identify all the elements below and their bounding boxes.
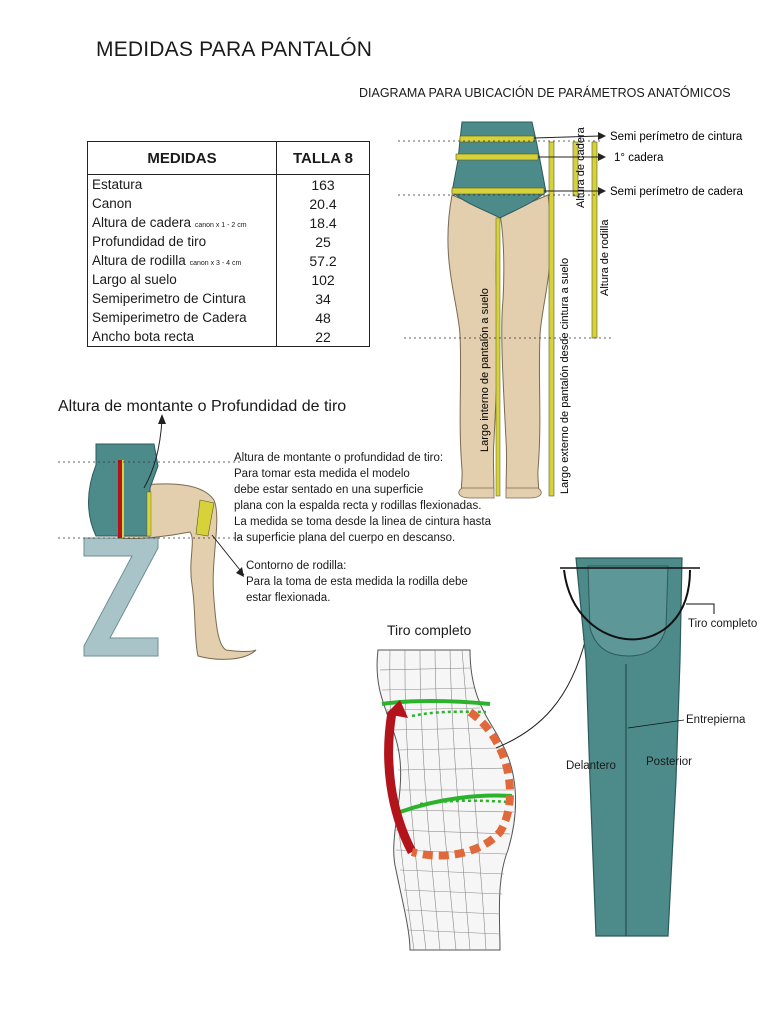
table-row: Estatura 163	[87, 174, 370, 194]
measure-label: Semiperimetro de Cadera	[92, 310, 247, 325]
table-row: Profundidad de tiro 25	[87, 232, 370, 251]
table-row: Semiperimetro de Cintura 34	[87, 289, 370, 308]
measure-label: Altura de cadera	[92, 215, 192, 230]
rodilla-line: Para la toma de esta medida la rodilla d…	[246, 576, 468, 588]
section-title-montante: Altura de montante o Profundidad de tiro	[58, 398, 347, 415]
measure-label: Semiperimetro de Cintura	[92, 291, 246, 306]
table-header-medidas: MEDIDAS	[87, 141, 277, 175]
page-title: MEDIDAS PARA PANTALÓN	[96, 38, 373, 61]
pants-pattern	[560, 557, 715, 937]
measure-label: Altura de rodilla	[92, 253, 186, 268]
standing-legs-figure	[398, 121, 612, 499]
rodilla-description: Contorno de rodilla: Para la toma de est…	[246, 558, 468, 606]
measure-name: Ancho bota recta	[87, 327, 277, 347]
label-largo-interno: Largo interno de pantalón a suelo	[479, 288, 491, 452]
diagram-title: DIAGRAMA PARA UBICACIÓN DE PARÁMETROS AN…	[359, 86, 731, 100]
montante-line: la superficie plana del cuerpo en descan…	[234, 532, 456, 544]
measure-name: Profundidad de tiro	[87, 232, 277, 251]
measure-name: Canon	[87, 194, 277, 213]
measure-name: Estatura	[87, 174, 277, 194]
measure-label: Estatura	[92, 177, 143, 192]
pants-label-posterior: Posterior	[646, 756, 693, 768]
measure-label: Ancho bota recta	[92, 329, 195, 344]
montante-line: Altura de montante o profundidad de tiro…	[234, 452, 444, 464]
pants-label-tiro: Tiro completo	[688, 618, 758, 630]
measure-name: Semiperimetro de Cintura	[87, 289, 277, 308]
measure-name: Semiperimetro de Cadera	[87, 308, 277, 327]
measure-value: 18.4	[276, 213, 370, 232]
table-row: Largo al suelo 102	[87, 270, 370, 289]
measure-label: Canon	[92, 196, 132, 211]
measure-value: 34	[276, 289, 370, 308]
table-row: Ancho bota recta 22	[87, 327, 370, 347]
rodilla-line: Contorno de rodilla:	[246, 560, 347, 572]
label-primera-cadera: 1° cadera	[614, 152, 664, 164]
measure-name: Altura de rodilla canon x 3 - 4 cm	[87, 251, 277, 270]
pants-label-entrepierna: Entrepierna	[686, 714, 746, 726]
label-altura-rodilla: Altura de rodilla	[599, 219, 611, 296]
measure-value: 102	[276, 270, 370, 289]
montante-description: Altura de montante o profundidad de tiro…	[234, 450, 491, 546]
measure-value: 22	[276, 327, 370, 347]
label-altura-cadera: Altura de cadera	[575, 126, 587, 208]
measure-name: Altura de cadera canon x 1 - 2 cm	[87, 213, 277, 232]
tiro-completo-title: Tiro completo	[387, 622, 472, 638]
measure-value: 20.4	[276, 194, 370, 213]
montante-line: Para tomar esta medida el modelo	[234, 468, 410, 480]
pants-label-delantero: Delantero	[566, 760, 616, 772]
measure-label: Largo al suelo	[92, 272, 177, 287]
measure-label: Profundidad de tiro	[92, 234, 207, 249]
rodilla-line: estar flexionada.	[246, 592, 331, 604]
label-largo-externo: Largo externo de pantalón desde cintura …	[559, 258, 571, 494]
table-row: Semiperimetro de Cadera 48	[87, 308, 370, 327]
table-row: Canon 20.4	[87, 194, 370, 213]
table-header-talla: TALLA 8	[276, 141, 370, 175]
wireframe-body	[376, 630, 591, 951]
measure-value: 163	[276, 174, 370, 194]
montante-line: plana con la espalda recta y rodillas fl…	[234, 500, 482, 512]
measure-note: canon x 3 - 4 cm	[189, 260, 242, 267]
label-semi-cintura: Semi perímetro de cintura	[610, 131, 743, 143]
measure-name: Largo al suelo	[87, 270, 277, 289]
measure-value: 57.2	[276, 251, 370, 270]
measure-note: canon x 1 - 2 cm	[194, 222, 247, 229]
measure-value: 48	[276, 308, 370, 327]
montante-line: debe estar sentado en una superficie	[234, 484, 424, 496]
label-semi-cadera: Semi perímetro de cadera	[610, 186, 744, 198]
measure-value: 25	[276, 232, 370, 251]
seated-figure	[58, 414, 257, 660]
montante-line: La medida se toma desde la linea de cint…	[234, 516, 491, 528]
